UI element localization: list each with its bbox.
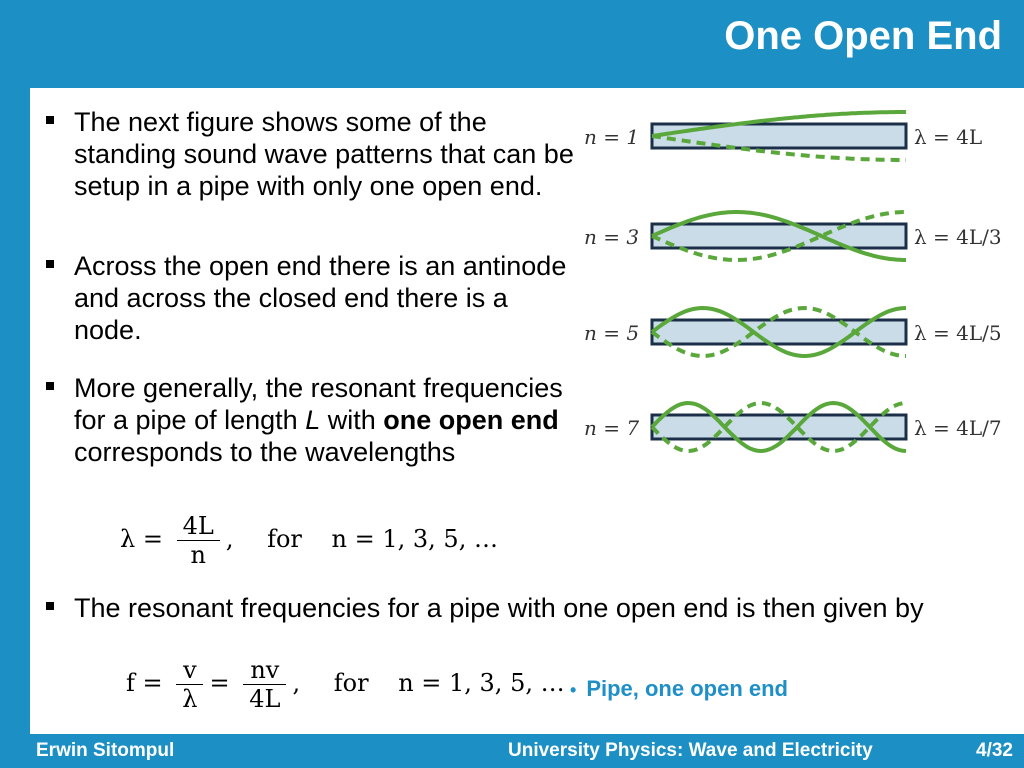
wavelength-equation: λ = 4L n , for n = 1, 3, 5, …	[120, 512, 498, 569]
bullet-marker	[46, 116, 54, 124]
bold-phrase: one open end	[383, 405, 559, 435]
slide-title: One Open End	[724, 14, 1002, 58]
wave-dashed	[650, 400, 907, 454]
bullet-marker	[46, 382, 54, 390]
length-symbol: L	[305, 405, 321, 435]
pipe-tube	[650, 122, 908, 150]
wave-solid	[650, 305, 907, 359]
bullet-4-text: The resonant frequencies for a pipe with…	[74, 593, 924, 623]
wave-dashed	[650, 305, 907, 359]
footer-course: University Physics: Wave and Electricity	[508, 740, 873, 761]
bullet-2-text: Across the open end there is an antinode…	[74, 251, 567, 345]
harmonic-label: n = 5	[584, 321, 639, 345]
content-panel	[30, 88, 1024, 734]
wavelength-label: λ = 4L/5	[914, 321, 1002, 345]
bullet-marker	[46, 602, 54, 610]
frequency-fraction-1: v λ	[176, 656, 204, 713]
wavelength-label: λ = 4L/3	[914, 225, 1002, 249]
bullet-marker	[46, 260, 54, 268]
pipe-row-7: n = 7 λ = 4L/7	[584, 400, 1002, 454]
wave-dashed	[651, 134, 906, 162]
harmonic-label: n = 1	[584, 125, 639, 149]
bullet-1-text: The next figure shows some of the standi…	[74, 107, 574, 201]
wavelength-fraction: 4L n	[176, 512, 220, 569]
harmonic-label: n = 7	[584, 416, 639, 440]
wave-solid	[650, 400, 907, 454]
pipe-row-1: n = 1 λ = 4L	[584, 110, 982, 162]
footer-page-number: 4/32	[976, 740, 1013, 761]
footer-author: Erwin Sitompul	[36, 740, 175, 761]
bullet-3-text: More generally, the resonant frequencies…	[74, 373, 563, 467]
wavelength-label: λ = 4L	[914, 125, 982, 149]
wave-dashed	[651, 210, 906, 262]
wave-solid	[651, 210, 906, 262]
pipe-row-5: n = 5 λ = 4L/5	[584, 305, 1002, 359]
frequency-fraction-2: nv 4L	[243, 656, 287, 713]
wavelength-label: λ = 4L/7	[914, 416, 1002, 440]
pipe-note: •Pipe, one open end	[570, 676, 788, 701]
harmonic-label: n = 3	[584, 225, 639, 249]
note-bullet: •	[570, 680, 577, 700]
pipe-row-3: n = 3 λ = 4L/3	[584, 210, 1002, 262]
pipe-tube	[650, 222, 908, 250]
wave-solid	[651, 110, 906, 138]
frequency-equation: f = v λ = nv 4L , for n = 1, 3, 5, …	[126, 656, 565, 713]
